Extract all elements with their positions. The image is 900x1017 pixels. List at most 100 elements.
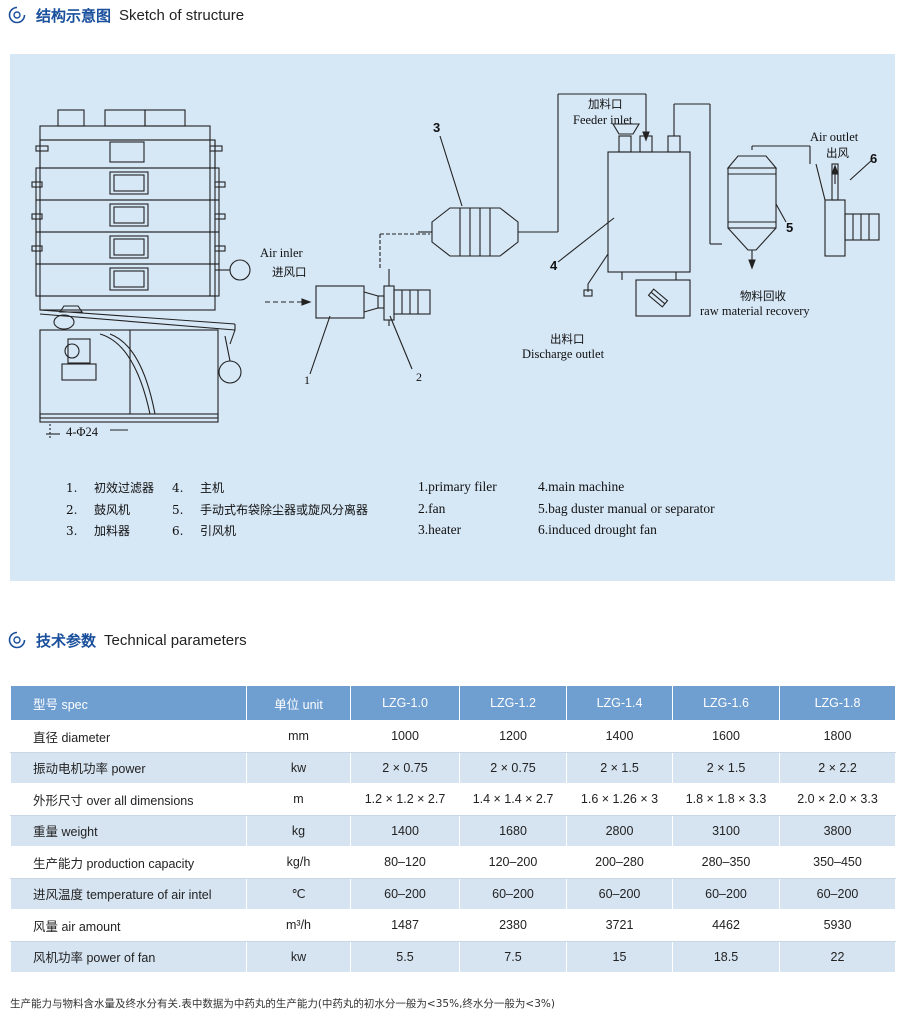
- value-cell: 280–350: [672, 846, 780, 879]
- value-cell: 15: [566, 940, 673, 973]
- value-cell: 1400: [566, 720, 673, 753]
- value-cell: 22: [779, 940, 896, 973]
- legend-item: 3.heater: [418, 522, 462, 537]
- value-cell: 4462: [672, 909, 780, 942]
- value-cell: 2800: [566, 814, 673, 847]
- unit-cell: kg: [246, 814, 351, 847]
- legend-zh-row: 2. 鼓风机 5. 手动式布袋除尘器或旋风分离器: [66, 500, 368, 522]
- callout-3: 3: [433, 120, 440, 135]
- parameter-name-cell: 外形尺寸 over all dimensions: [10, 783, 247, 816]
- value-cell: 2 × 1.5: [672, 751, 780, 784]
- value-cell: 80–120: [350, 846, 460, 879]
- legend-zh: 1. 初效过滤器 4. 主机 2. 鼓风机 5. 手动式布袋除尘器或旋风分离器 …: [66, 478, 368, 543]
- value-cell: 60–200: [566, 877, 673, 910]
- parameter-name-cell: 直径 diameter: [10, 720, 247, 753]
- value-cell: 1200: [459, 720, 567, 753]
- unit-cell: kw: [246, 940, 351, 973]
- discharge-label-zh: 出料口: [550, 332, 585, 346]
- legend-item: 初效过滤器: [94, 481, 155, 495]
- circle-bullet-icon: [8, 6, 26, 24]
- value-cell: 1.8 × 1.8 × 3.3: [672, 783, 780, 816]
- legend-number: 2.: [66, 502, 78, 517]
- legend-en-row: 1.primary filer 4.main machine: [418, 476, 715, 498]
- value-cell: 2 × 1.5: [566, 751, 673, 784]
- discharge-label-en: Discharge outlet: [522, 347, 605, 361]
- air-inlet-label-zh: 进风口: [272, 265, 307, 279]
- legend-number: 3.: [66, 524, 78, 538]
- air-outlet-label-en: Air outlet: [810, 130, 859, 144]
- parameter-name-cell: 风量 air amount: [10, 909, 247, 942]
- section-title-en: Sketch of structure: [119, 6, 245, 24]
- value-cell: 60–200: [459, 877, 567, 910]
- value-cell: 1400: [350, 814, 460, 847]
- value-cell: 3721: [566, 909, 673, 942]
- column-header: LZG-1.6: [672, 685, 780, 721]
- value-cell: 350–450: [779, 846, 896, 879]
- unit-cell: kw: [246, 751, 351, 784]
- technical-parameters-table: 型号 spec 单位 unit LZG-1.0 LZG-1.2 LZG-1.4 …: [10, 685, 896, 973]
- value-cell: 3800: [779, 814, 896, 847]
- unit-cell: kg/h: [246, 846, 351, 879]
- air-inlet-label-en: Air inler: [260, 246, 304, 260]
- value-cell: 60–200: [350, 877, 460, 910]
- value-cell: 1.6 × 1.26 × 3: [566, 783, 673, 816]
- value-cell: 18.5: [672, 940, 780, 973]
- legend-number: 1.: [66, 481, 78, 495]
- sketch-panel: Air inler 进风口 加料口 Feeder inlet Air outle…: [10, 54, 895, 581]
- value-cell: 1.2 × 1.2 × 2.7: [350, 783, 460, 816]
- feeder-label-en: Feeder inlet: [573, 113, 633, 127]
- recovery-label-en: raw material recovery: [700, 304, 810, 318]
- legend-zh-row: 1. 初效过滤器 4. 主机: [66, 478, 368, 500]
- column-header: LZG-1.8: [779, 685, 896, 721]
- value-cell: 1800: [779, 720, 896, 753]
- legend-en: 1.primary filer 4.main machine 2.fan 5.b…: [418, 476, 715, 541]
- parameter-name-cell: 重量 weight: [10, 814, 247, 847]
- callout-2: 2: [416, 370, 422, 384]
- unit-cell: mm: [246, 720, 351, 753]
- value-cell: 1680: [459, 814, 567, 847]
- legend-number: 4.: [172, 481, 184, 495]
- value-cell: 120–200: [459, 846, 567, 879]
- legend-en-row: 2.fan 5.bag duster manual or separator: [418, 498, 715, 520]
- value-cell: 1000: [350, 720, 460, 753]
- legend-item: 加料器: [94, 524, 131, 538]
- column-header: 型号 spec: [10, 685, 247, 721]
- unit-cell: ℃: [246, 877, 351, 910]
- legend-item: 主机: [200, 481, 225, 495]
- column-header: LZG-1.4: [566, 685, 673, 721]
- section-title-zh: 结构示意图: [36, 6, 112, 25]
- footnote: 生产能力与物料含水量及终水分有关.表中数据为中药丸的生产能力(中药丸的初水分一般…: [10, 998, 555, 1010]
- feeder-label-zh: 加料口: [588, 97, 623, 111]
- section-title-en: Technical parameters: [104, 631, 247, 649]
- structure-diagram: Air inler 进风口 加料口 Feeder inlet Air outle…: [31, 93, 880, 439]
- unit-cell: m: [246, 783, 351, 816]
- unit-cell: m³/h: [246, 909, 351, 942]
- value-cell: 2380: [459, 909, 567, 942]
- section-heading-sketch: 结构示意图 Sketch of structure: [8, 4, 244, 26]
- callout-6: 6: [870, 151, 877, 166]
- legend-item: 1.primary filer: [418, 479, 497, 494]
- value-cell: 1.4 × 1.4 × 2.7: [459, 783, 567, 816]
- value-cell: 5.5: [350, 940, 460, 973]
- legend-number: 6.: [172, 524, 184, 538]
- column-header: LZG-1.2: [459, 685, 567, 721]
- parameter-name-cell: 振动电机功率 power: [10, 751, 247, 784]
- value-cell: 2 × 0.75: [350, 751, 460, 784]
- callout-5: 5: [786, 220, 793, 235]
- value-cell: 200–280: [566, 846, 673, 879]
- legend-item: 2.fan: [418, 500, 446, 516]
- callout-4: 4: [550, 258, 558, 273]
- value-cell: 5930: [779, 909, 896, 942]
- legend-item: 引风机: [200, 524, 237, 538]
- legend-item: 鼓风机: [94, 502, 131, 517]
- section-heading-params: 技术参数 Technical parameters: [8, 629, 247, 651]
- value-cell: 3100: [672, 814, 780, 847]
- parameter-name-cell: 风机功率 power of fan: [10, 940, 247, 973]
